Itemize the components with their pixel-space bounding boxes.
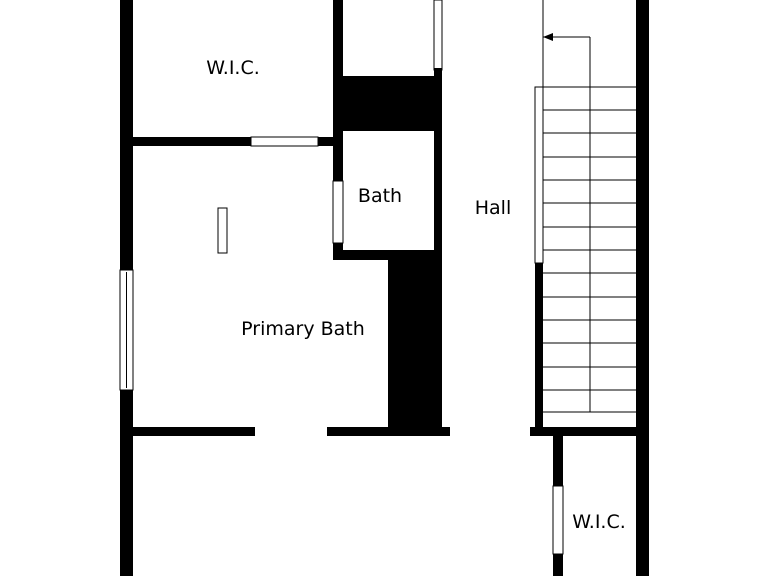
wic-bottom-label: W.I.C.: [572, 511, 626, 533]
wic-top-door-gap: [250, 136, 319, 147]
bath-left-wall-top: [333, 131, 343, 181]
bath-right-wall: [434, 131, 442, 256]
wic-bottom-left-wall-top: [553, 436, 563, 486]
bath-label: Bath: [358, 185, 402, 207]
closet-block-lower: [388, 256, 442, 429]
closet-door-top: [433, 0, 443, 71]
hall-label: Hall: [475, 197, 512, 219]
bath-bottom-wall: [333, 250, 442, 260]
stair-wall-left: [535, 263, 543, 436]
stair-rail: [534, 86, 544, 264]
wic-bottom-left-wall-bottom: [553, 554, 563, 576]
left-outer-wall-lower: [120, 390, 133, 576]
wic-top-bottom-wall: [133, 137, 251, 146]
primary-bath-bottom-wall-left: [133, 427, 255, 436]
closet-block-top: [333, 76, 442, 131]
primary-bath-bottom-wall-right: [327, 427, 450, 436]
left-outer-wall: [120, 0, 133, 270]
vanity-fixture: [217, 207, 228, 254]
closet-block-top-right-edge: [434, 68, 442, 78]
stair-bottom-wall: [530, 427, 649, 436]
arrow-up-icon: [543, 33, 553, 41]
primary-bath-label: Primary Bath: [241, 318, 365, 340]
bath-door: [332, 180, 344, 244]
right-outer-wall: [636, 0, 649, 576]
wic-top-right-wall: [333, 0, 343, 76]
staircase: [534, 0, 636, 436]
wic-top-label: W.I.C.: [206, 57, 260, 79]
wic-top-bottom-wall-right: [318, 137, 343, 146]
wic-bottom-door: [552, 485, 564, 555]
